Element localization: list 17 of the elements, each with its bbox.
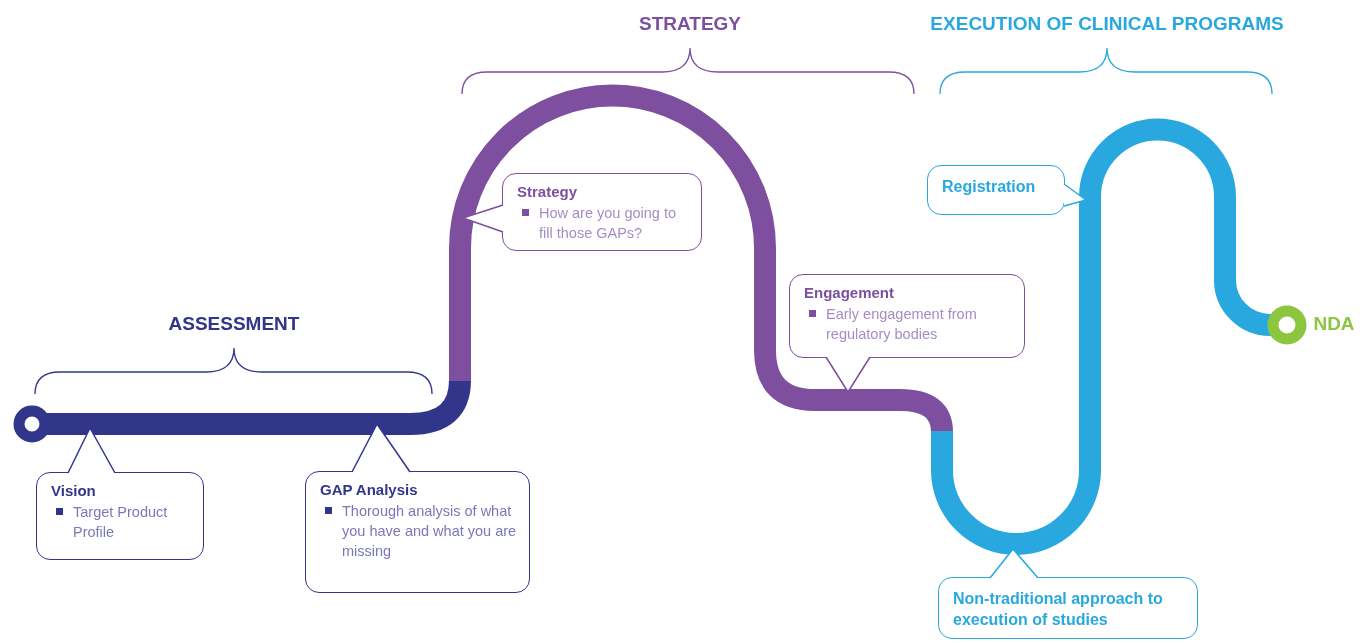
callout-heading: Strategy xyxy=(517,182,579,201)
bullet-text: Early engagement from regulatory bodies xyxy=(804,304,1014,344)
bullet-text: How are you going to fill those GAPs? xyxy=(517,203,691,243)
phase-heading: STRATEGY xyxy=(639,13,741,35)
callout-box xyxy=(502,173,702,251)
phase-heading: ASSESSMENT xyxy=(168,313,300,335)
callout-heading: Non-traditional approach to execution of studies xyxy=(953,589,1164,630)
callout-box xyxy=(927,165,1065,215)
bullet-text: Target Product Profile xyxy=(51,502,193,542)
callout-heading: Vision xyxy=(51,481,97,500)
callout-heading: Engagement xyxy=(804,283,895,302)
callout-heading: GAP Analysis xyxy=(320,480,419,499)
callout-heading: Registration xyxy=(942,177,1037,197)
callout-box xyxy=(305,471,530,593)
bullet-text: Thorough analysis of what you have and what you are missing xyxy=(320,501,519,561)
end-label: NDA xyxy=(1313,313,1355,335)
phase-heading: EXECUTION OF CLINICAL PROGRAMS xyxy=(930,13,1284,35)
